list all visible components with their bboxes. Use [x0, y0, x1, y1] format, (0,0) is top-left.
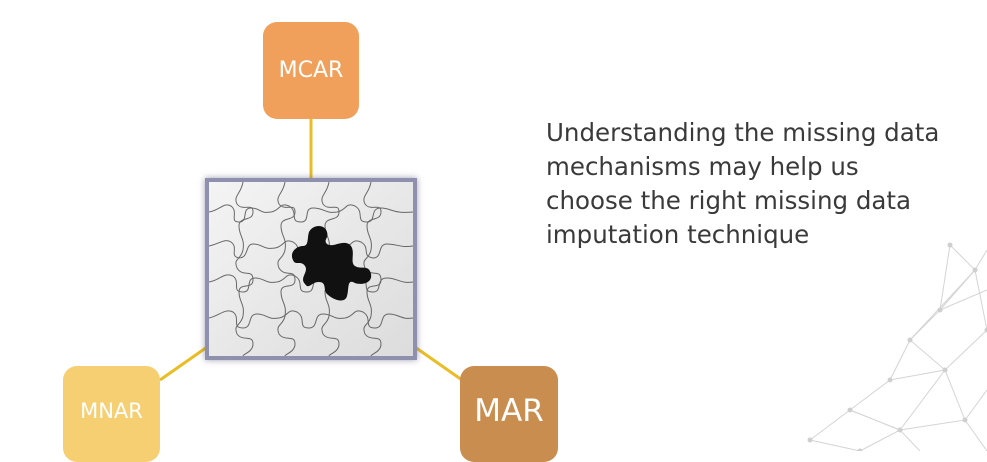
message-line: choose the right missing data — [546, 184, 986, 218]
mcar-node: MCAR — [263, 22, 359, 119]
connector-mar — [412, 345, 462, 380]
message-line: mechanisms may help us — [546, 150, 986, 184]
mnar-label: MNAR — [80, 399, 143, 423]
connector-mnar — [160, 345, 210, 380]
puzzle-missing-piece-icon — [209, 182, 413, 356]
message-line: Understanding the missing data — [546, 116, 986, 150]
mar-node: MAR — [460, 366, 558, 462]
mar-label: MAR — [474, 393, 544, 429]
puzzle-image — [205, 178, 417, 360]
network-mesh-icon — [790, 230, 987, 451]
mnar-node: MNAR — [63, 366, 160, 462]
mcar-label: MCAR — [279, 58, 344, 83]
